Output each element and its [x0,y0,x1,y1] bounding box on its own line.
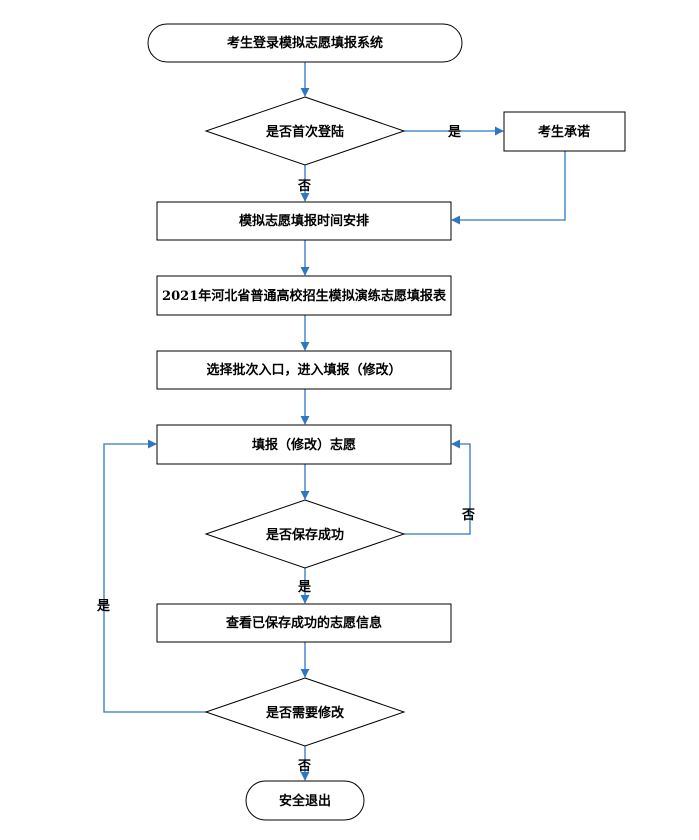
edge-pledge-to-schedule [451,151,566,225]
node-view-saved: 查看已保存成功的志愿信息 [156,603,452,643]
node-form: 2021年河北省普通高校招生模拟演练志愿填报表 [156,275,452,316]
node-saved-ok: 是否保存成功 [204,499,406,569]
node-exit: 安全退出 [245,780,365,821]
edge-labels: 是 否 否 是 是 否 [96,125,475,774]
edge-label-saved-no: 否 [461,508,475,523]
connectors [103,62,566,781]
edge-saved-no-to-fill [404,439,471,535]
edge-label-modify-yes: 是 [96,599,111,614]
edge-modify-yes-to-fill [103,439,207,713]
node-pledge: 考生承诺 [503,111,626,152]
node-start-label: 考生登录模拟志愿填报系统 [227,35,383,51]
node-view-saved-label: 查看已保存成功的志愿信息 [225,615,382,631]
node-fill: 填报（修改）志愿 [156,424,452,465]
node-first-login: 是否首次登陆 [204,96,406,166]
edge-label-first-login-no: 否 [297,179,311,194]
node-pledge-label: 考生承诺 [538,124,590,140]
node-select-batch: 选择批次入口，进入填报（修改） [156,350,452,390]
edge-label-saved-yes: 是 [297,580,312,595]
node-schedule-label: 模拟志愿填报时间安排 [239,213,369,229]
node-schedule: 模拟志愿填报时间安排 [156,201,452,241]
node-need-modify: 是否需要修改 [204,677,406,747]
edge-label-first-login-yes: 是 [447,125,462,140]
node-start: 考生登录模拟志愿填报系统 [147,23,463,63]
node-need-modify-label: 是否需要修改 [265,705,345,721]
node-saved-ok-label: 是否保存成功 [265,527,344,543]
node-form-label: 2021年河北省普通高校招生模拟演练志愿填报表 [162,288,447,304]
node-fill-label: 填报（修改）志愿 [252,437,356,453]
node-first-login-label: 是否首次登陆 [265,124,344,140]
edge-label-modify-no: 否 [297,759,311,774]
node-exit-label: 安全退出 [279,793,331,809]
node-select-batch-label: 选择批次入口，进入填报（修改） [206,362,401,378]
